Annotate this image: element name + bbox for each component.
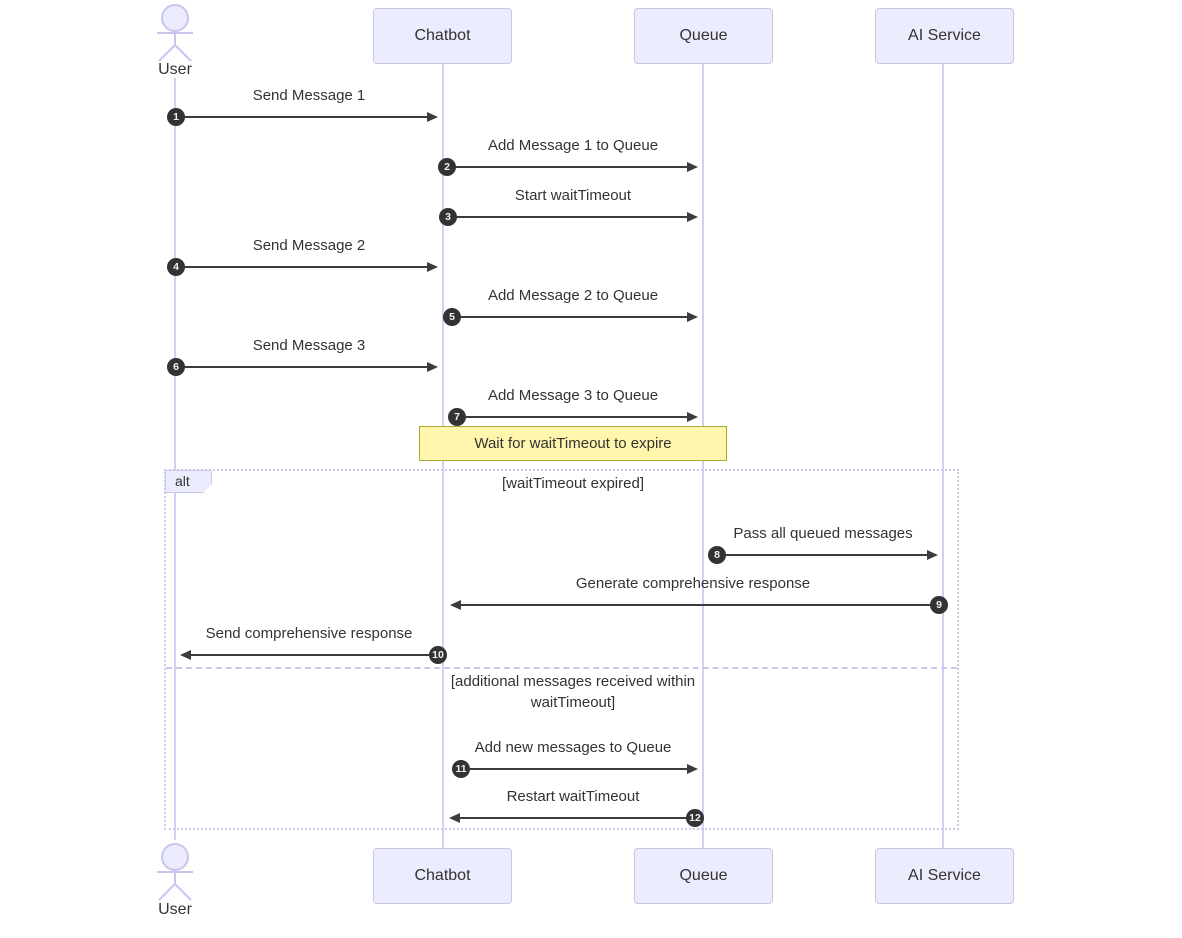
message-label: Add Message 1 to Queue (487, 137, 659, 154)
alt-frame (164, 469, 959, 830)
lifeline-ai-service (942, 64, 944, 848)
actor-box-queue-top: Queue (634, 8, 773, 64)
message-label: Send Message 3 (252, 337, 366, 354)
message-arrow (176, 112, 438, 122)
alt-condition-1: [waitTimeout expired] (501, 475, 644, 492)
sequence-number: 12 (686, 809, 704, 827)
actor-label-user-top: User (158, 61, 192, 78)
sequence-number: 11 (452, 760, 470, 778)
actor-box-chatbot-bottom: Chatbot (373, 848, 512, 904)
sequence-number: 4 (167, 258, 185, 276)
message-arrow (176, 362, 438, 372)
sequence-number: 6 (167, 358, 185, 376)
message-label: Restart waitTimeout (506, 788, 640, 805)
message-label: Send comprehensive response (205, 625, 413, 642)
message-label: Pass all queued messages (733, 525, 913, 542)
actor-box-queue-bottom: Queue (634, 848, 773, 904)
message-label: Send Message 1 (252, 87, 366, 104)
sequence-number: 2 (438, 158, 456, 176)
message-label: Generate comprehensive response (575, 575, 811, 592)
message-arrow (447, 162, 698, 172)
sequence-number: 1 (167, 108, 185, 126)
message-arrow (449, 813, 695, 823)
message-label: Add new messages to Queue (474, 739, 672, 756)
note-wait-timeout: Wait for waitTimeout to expire (419, 426, 727, 461)
alt-frame-label: alt (165, 470, 212, 493)
sequence-number: 10 (429, 646, 447, 664)
message-label: Send Message 2 (252, 237, 366, 254)
sequence-number: 8 (708, 546, 726, 564)
message-label: Add Message 2 to Queue (487, 287, 659, 304)
message-arrow (461, 764, 698, 774)
sequence-number: 3 (439, 208, 457, 226)
message-arrow (176, 262, 438, 272)
actor-box-chatbot-top: Chatbot (373, 8, 512, 64)
actor-box-ai-service-top: AI Service (875, 8, 1014, 64)
sequence-number: 7 (448, 408, 466, 426)
message-arrow (448, 212, 698, 222)
sequence-number: 5 (443, 308, 461, 326)
message-arrow (452, 312, 698, 322)
message-arrow (450, 600, 939, 610)
message-arrow (180, 650, 438, 660)
user-actor-figure-top (157, 4, 193, 62)
user-actor-figure-bottom (157, 843, 193, 901)
message-label: Add Message 3 to Queue (487, 387, 659, 404)
actor-box-ai-service-bottom: AI Service (875, 848, 1014, 904)
message-arrow (457, 412, 698, 422)
sequence-number: 9 (930, 596, 948, 614)
lifeline-user (174, 78, 176, 840)
message-arrow (717, 550, 938, 560)
alt-condition-2: [additional messages received within wai… (450, 673, 696, 711)
alt-section-divider (166, 667, 957, 669)
actor-label-user-bottom: User (158, 901, 192, 918)
message-label: Start waitTimeout (514, 187, 632, 204)
